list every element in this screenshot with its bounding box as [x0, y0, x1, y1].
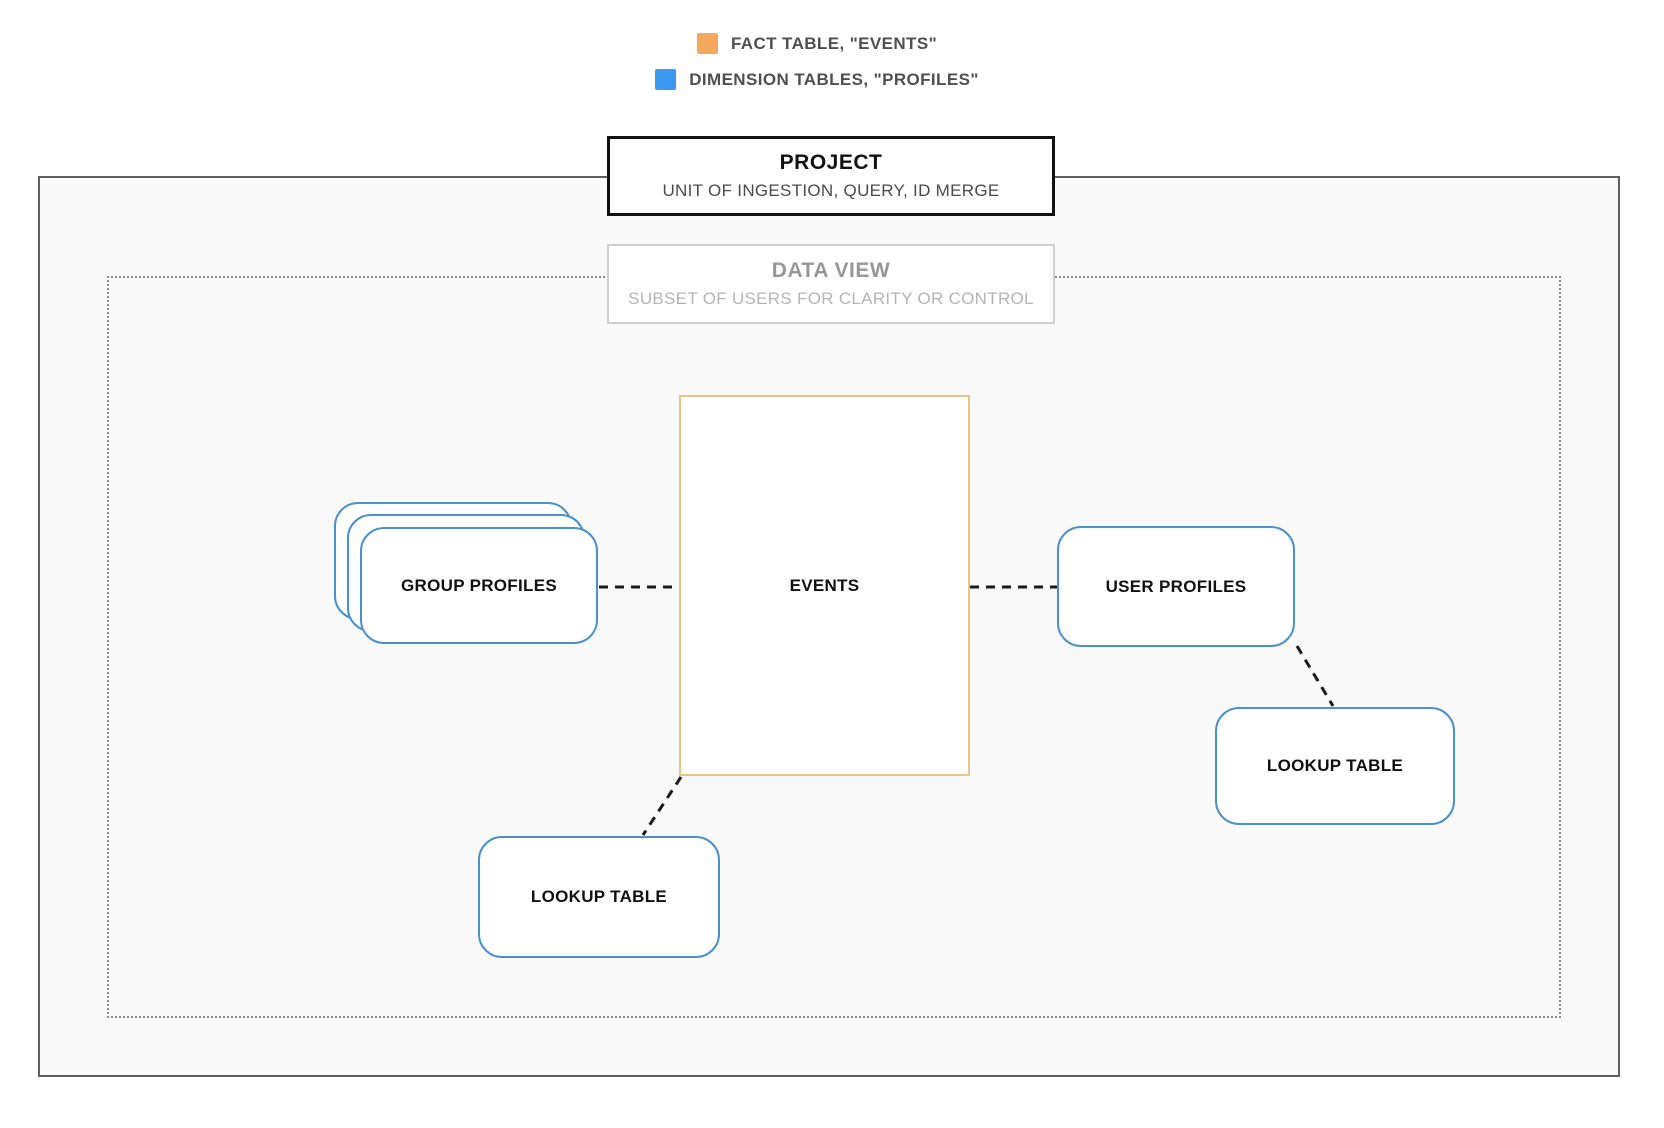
- data-view-subtitle: SUBSET OF USERS FOR CLARITY OR CONTROL: [628, 289, 1034, 308]
- fact-table-swatch-icon: [696, 33, 718, 54]
- legend-item-fact-table: FACT TABLE, "EVENTS": [696, 33, 938, 54]
- node-lookup-table-bottom: LOOKUP TABLE: [478, 836, 720, 958]
- node-events-label: EVENTS: [789, 575, 860, 595]
- legend-label-dimension-tables: DIMENSION TABLES, "PROFILES": [689, 69, 979, 89]
- node-lookup-table-right-label: LOOKUP TABLE: [1266, 756, 1404, 775]
- node-group-profiles: GROUP PROFILES: [360, 527, 598, 644]
- project-title: PROJECT: [779, 151, 883, 174]
- node-events: EVENTS: [679, 395, 970, 776]
- node-user-profiles-label: USER PROFILES: [1105, 576, 1247, 596]
- node-lookup-table-right: LOOKUP TABLE: [1215, 707, 1455, 825]
- legend-item-dimension-tables: DIMENSION TABLES, "PROFILES": [655, 69, 979, 90]
- node-lookup-table-bottom-label: LOOKUP TABLE: [530, 887, 668, 906]
- data-view-title: DATA VIEW: [771, 259, 891, 282]
- node-user-profiles: USER PROFILES: [1057, 526, 1295, 647]
- project-header-box: PROJECT UNIT OF INGESTION, QUERY, ID MER…: [607, 136, 1055, 216]
- legend-label-fact-table: FACT TABLE, "EVENTS": [730, 33, 938, 53]
- dimension-tables-swatch-icon: [655, 69, 677, 90]
- node-group-profiles-label: GROUP PROFILES: [401, 575, 557, 595]
- legend: FACT TABLE, "EVENTS" DIMENSION TABLES, "…: [0, 33, 1649, 90]
- data-view-header-box: DATA VIEW SUBSET OF USERS FOR CLARITY OR…: [607, 244, 1055, 324]
- project-subtitle: UNIT OF INGESTION, QUERY, ID MERGE: [662, 181, 1000, 200]
